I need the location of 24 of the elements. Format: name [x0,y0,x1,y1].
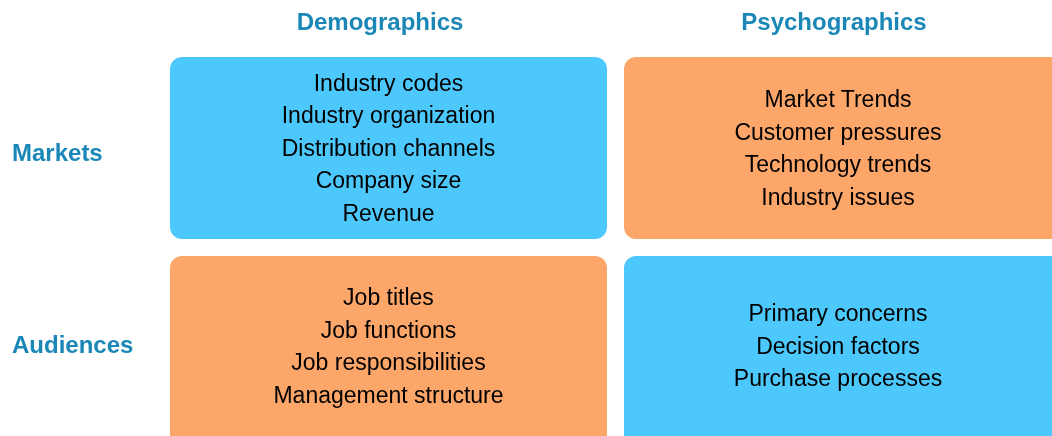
list-item: Industry organization [281,101,496,131]
category-box [624,57,1052,239]
list-item: Revenue [342,198,435,228]
list-item: Industry issues [761,182,915,212]
list-item: Technology trends [744,150,932,179]
list-item: Purchase processes [733,364,943,394]
row-header: Audiences [12,331,134,358]
list-item: Company size [315,166,462,196]
category-box [624,256,1052,436]
list-item: Distribution channels [281,133,496,163]
category-box [170,256,607,436]
list-item: Job titles [343,283,434,312]
category-box [170,57,607,239]
list-item: Industry codes [313,68,464,98]
list-item: Customer pressures [734,117,942,147]
row-header: Markets [12,139,103,166]
list-item: Management structure [273,380,504,410]
list-item: Job responsibilities [291,348,486,377]
list-item: Decision factors [756,331,920,361]
list-item: Market Trends [764,85,912,114]
list-item: Primary concerns [748,299,928,329]
column-header: Demographics [296,8,464,35]
column-header: Psychographics [741,8,927,35]
list-item: Job functions [320,315,457,345]
